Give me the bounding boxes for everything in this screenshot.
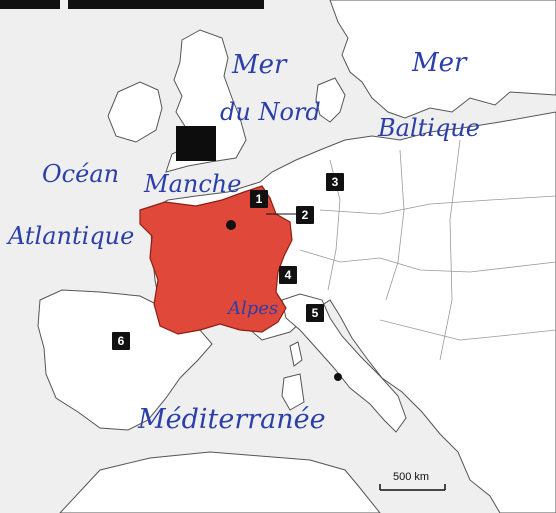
label-baltic-line2: Baltique (378, 114, 480, 142)
label-baltic-line1: Mer (412, 48, 467, 78)
label-channel: Manche (144, 170, 242, 198)
land-corsica (289, 341, 303, 367)
marker-6: 6 (112, 332, 130, 350)
land-scandinavia (329, 0, 556, 119)
label-mediterranean: Méditerranée (138, 404, 326, 435)
marker-3: 3 (326, 173, 344, 191)
land-north-africa (59, 451, 381, 513)
paris-dot (226, 220, 236, 230)
land-great-britain (165, 29, 247, 173)
land-ireland (107, 81, 163, 143)
marker-1: 1 (250, 190, 268, 208)
land-denmark (315, 77, 346, 123)
scale-bar-label: 500 km (393, 471, 430, 483)
land-italy (281, 293, 407, 433)
marker-2: 2 (296, 206, 314, 224)
land-sardinia (281, 373, 305, 411)
label-alps: Alpes (228, 298, 279, 319)
label-atlantic-line1: Océan (42, 160, 120, 188)
country-borders (299, 139, 556, 361)
top-bar-left (0, 0, 60, 9)
top-bar-right (68, 0, 264, 9)
marker-4: 4 (279, 266, 297, 284)
rome-dot (334, 373, 342, 381)
marker-5: 5 (306, 304, 324, 322)
label-north-sea-line1: Mer (232, 50, 287, 80)
label-north-sea-line2: du Nord (220, 98, 321, 126)
label-atlantic-line2: Atlantique (8, 222, 135, 250)
redaction-box (176, 126, 216, 161)
scale-bar (379, 484, 446, 491)
